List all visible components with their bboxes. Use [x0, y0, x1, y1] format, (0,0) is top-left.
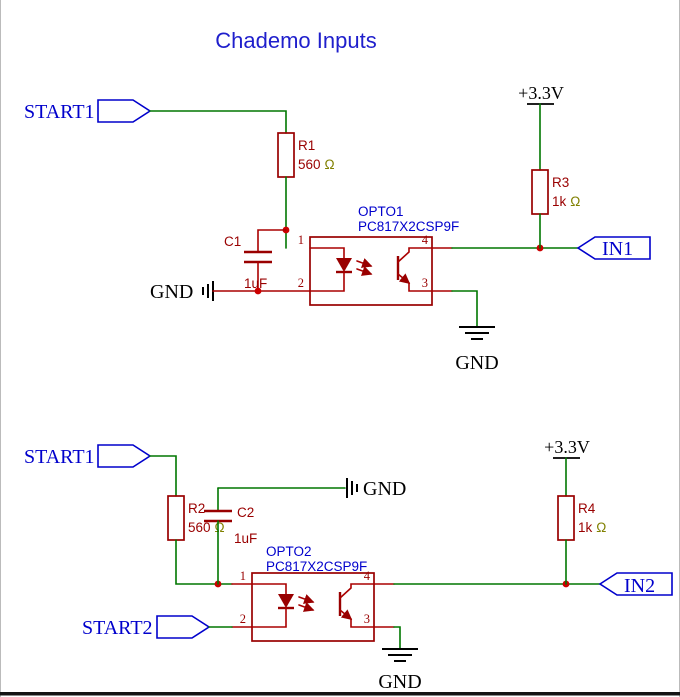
- power-3v3-label-top: +3.3V: [518, 83, 564, 103]
- resistor-r1-symbol: [277, 132, 295, 178]
- opto2-led-anode: [251, 583, 287, 595]
- schematic-title: Chademo Inputs: [215, 28, 376, 53]
- opto2-led-triangle: [278, 594, 294, 608]
- resistor-r3-ref: R3: [552, 175, 569, 190]
- opto2-pin2-number: 2: [240, 612, 246, 626]
- junction-dot: [254, 287, 262, 295]
- opto1-ref: OPTO1: [358, 204, 404, 219]
- opto2-pin3-number: 3: [364, 612, 370, 626]
- ohm-unit: Ω: [215, 520, 225, 535]
- gnd-symbol-top-right: [459, 326, 495, 340]
- wire-segment: [393, 626, 401, 650]
- wire-segment: [257, 229, 287, 253]
- opto2-collector: [339, 583, 375, 599]
- resistor-r2-symbol: [167, 495, 185, 541]
- net-flag-in2: [598, 572, 673, 596]
- net-label-start1-bottom: START1: [24, 446, 95, 468]
- resistor-r3-symbol: [531, 169, 549, 215]
- opto1-led-anode: [309, 247, 345, 259]
- wire-segment: [175, 539, 233, 585]
- gnd-label-top-left: GND: [150, 281, 193, 303]
- opto1-pin4-number: 4: [422, 233, 429, 247]
- gnd-symbol-bottom: [382, 648, 418, 662]
- gnd-label-bottom: GND: [378, 671, 421, 693]
- opto2-ref: OPTO2: [266, 544, 312, 559]
- resistor-r1-ref: R1: [298, 138, 315, 153]
- opto2-body: [251, 572, 375, 642]
- opto2-emitter-arrow: [339, 609, 353, 620]
- capacitor-c1-value: 1uF: [244, 276, 267, 291]
- gnd-symbol-top-left: [202, 281, 214, 301]
- opto2-pin1-number: 1: [240, 569, 246, 583]
- net-label-start1-top: START1: [24, 101, 95, 123]
- wire-segment: [451, 290, 478, 328]
- opto2-light-arrow: [298, 602, 315, 612]
- opto1-collector: [397, 247, 433, 263]
- capacitor-c2-value: 1uF: [234, 531, 257, 546]
- opto2-emitter: [350, 618, 375, 628]
- gnd-label-top-right: GND: [455, 352, 498, 374]
- wire-segment: [149, 455, 177, 497]
- net-flag-start1-bottom: [97, 444, 152, 468]
- opto1-emitter: [408, 282, 433, 292]
- wire-segment: [149, 110, 287, 134]
- net-flag-in1: [576, 236, 651, 260]
- net-label-in1: IN1: [602, 238, 633, 260]
- power-3v3-label-bottom: +3.3V: [544, 437, 590, 457]
- capacitor-c2-ref: C2: [237, 505, 254, 520]
- net-label-start2: START2: [82, 617, 153, 639]
- net-flag-start1-top: [97, 99, 152, 123]
- opto1-led-triangle: [336, 258, 352, 272]
- opto1-light-arrow: [356, 266, 373, 276]
- ohm-unit: Ω: [596, 520, 606, 535]
- opto1-pin3-number: 3: [422, 276, 428, 290]
- ohm-unit: Ω: [570, 194, 580, 209]
- opto1-light-arrow: [356, 258, 373, 268]
- opto2-led-cathode: [251, 607, 287, 628]
- capacitor-c1-ref: C1: [224, 234, 241, 249]
- net-label-in2: IN2: [624, 575, 655, 597]
- ohm-unit: Ω: [325, 157, 335, 172]
- opto1-part-number: PC817X2CSP9F: [358, 219, 459, 234]
- opto2-light-arrow: [298, 594, 315, 604]
- opto2-part-number: PC817X2CSP9F: [266, 559, 367, 574]
- resistor-r2-ref: R2: [188, 501, 205, 516]
- net-flag-start2: [156, 615, 211, 639]
- opto1-pin1-number: 1: [298, 233, 304, 247]
- opto1-body: [309, 236, 433, 306]
- opto1-led-cathode: [309, 271, 345, 292]
- gnd-symbol-c2: [346, 478, 358, 498]
- resistor-r4-symbol: [557, 495, 575, 541]
- opto2-pin4-number: 4: [364, 569, 371, 583]
- opto1-pin2-number: 2: [298, 276, 304, 290]
- page-divider-bottom: [0, 692, 680, 696]
- gnd-label-c2: GND: [363, 478, 406, 500]
- opto1-emitter-arrow: [397, 273, 411, 284]
- resistor-r4-ref: R4: [578, 501, 596, 516]
